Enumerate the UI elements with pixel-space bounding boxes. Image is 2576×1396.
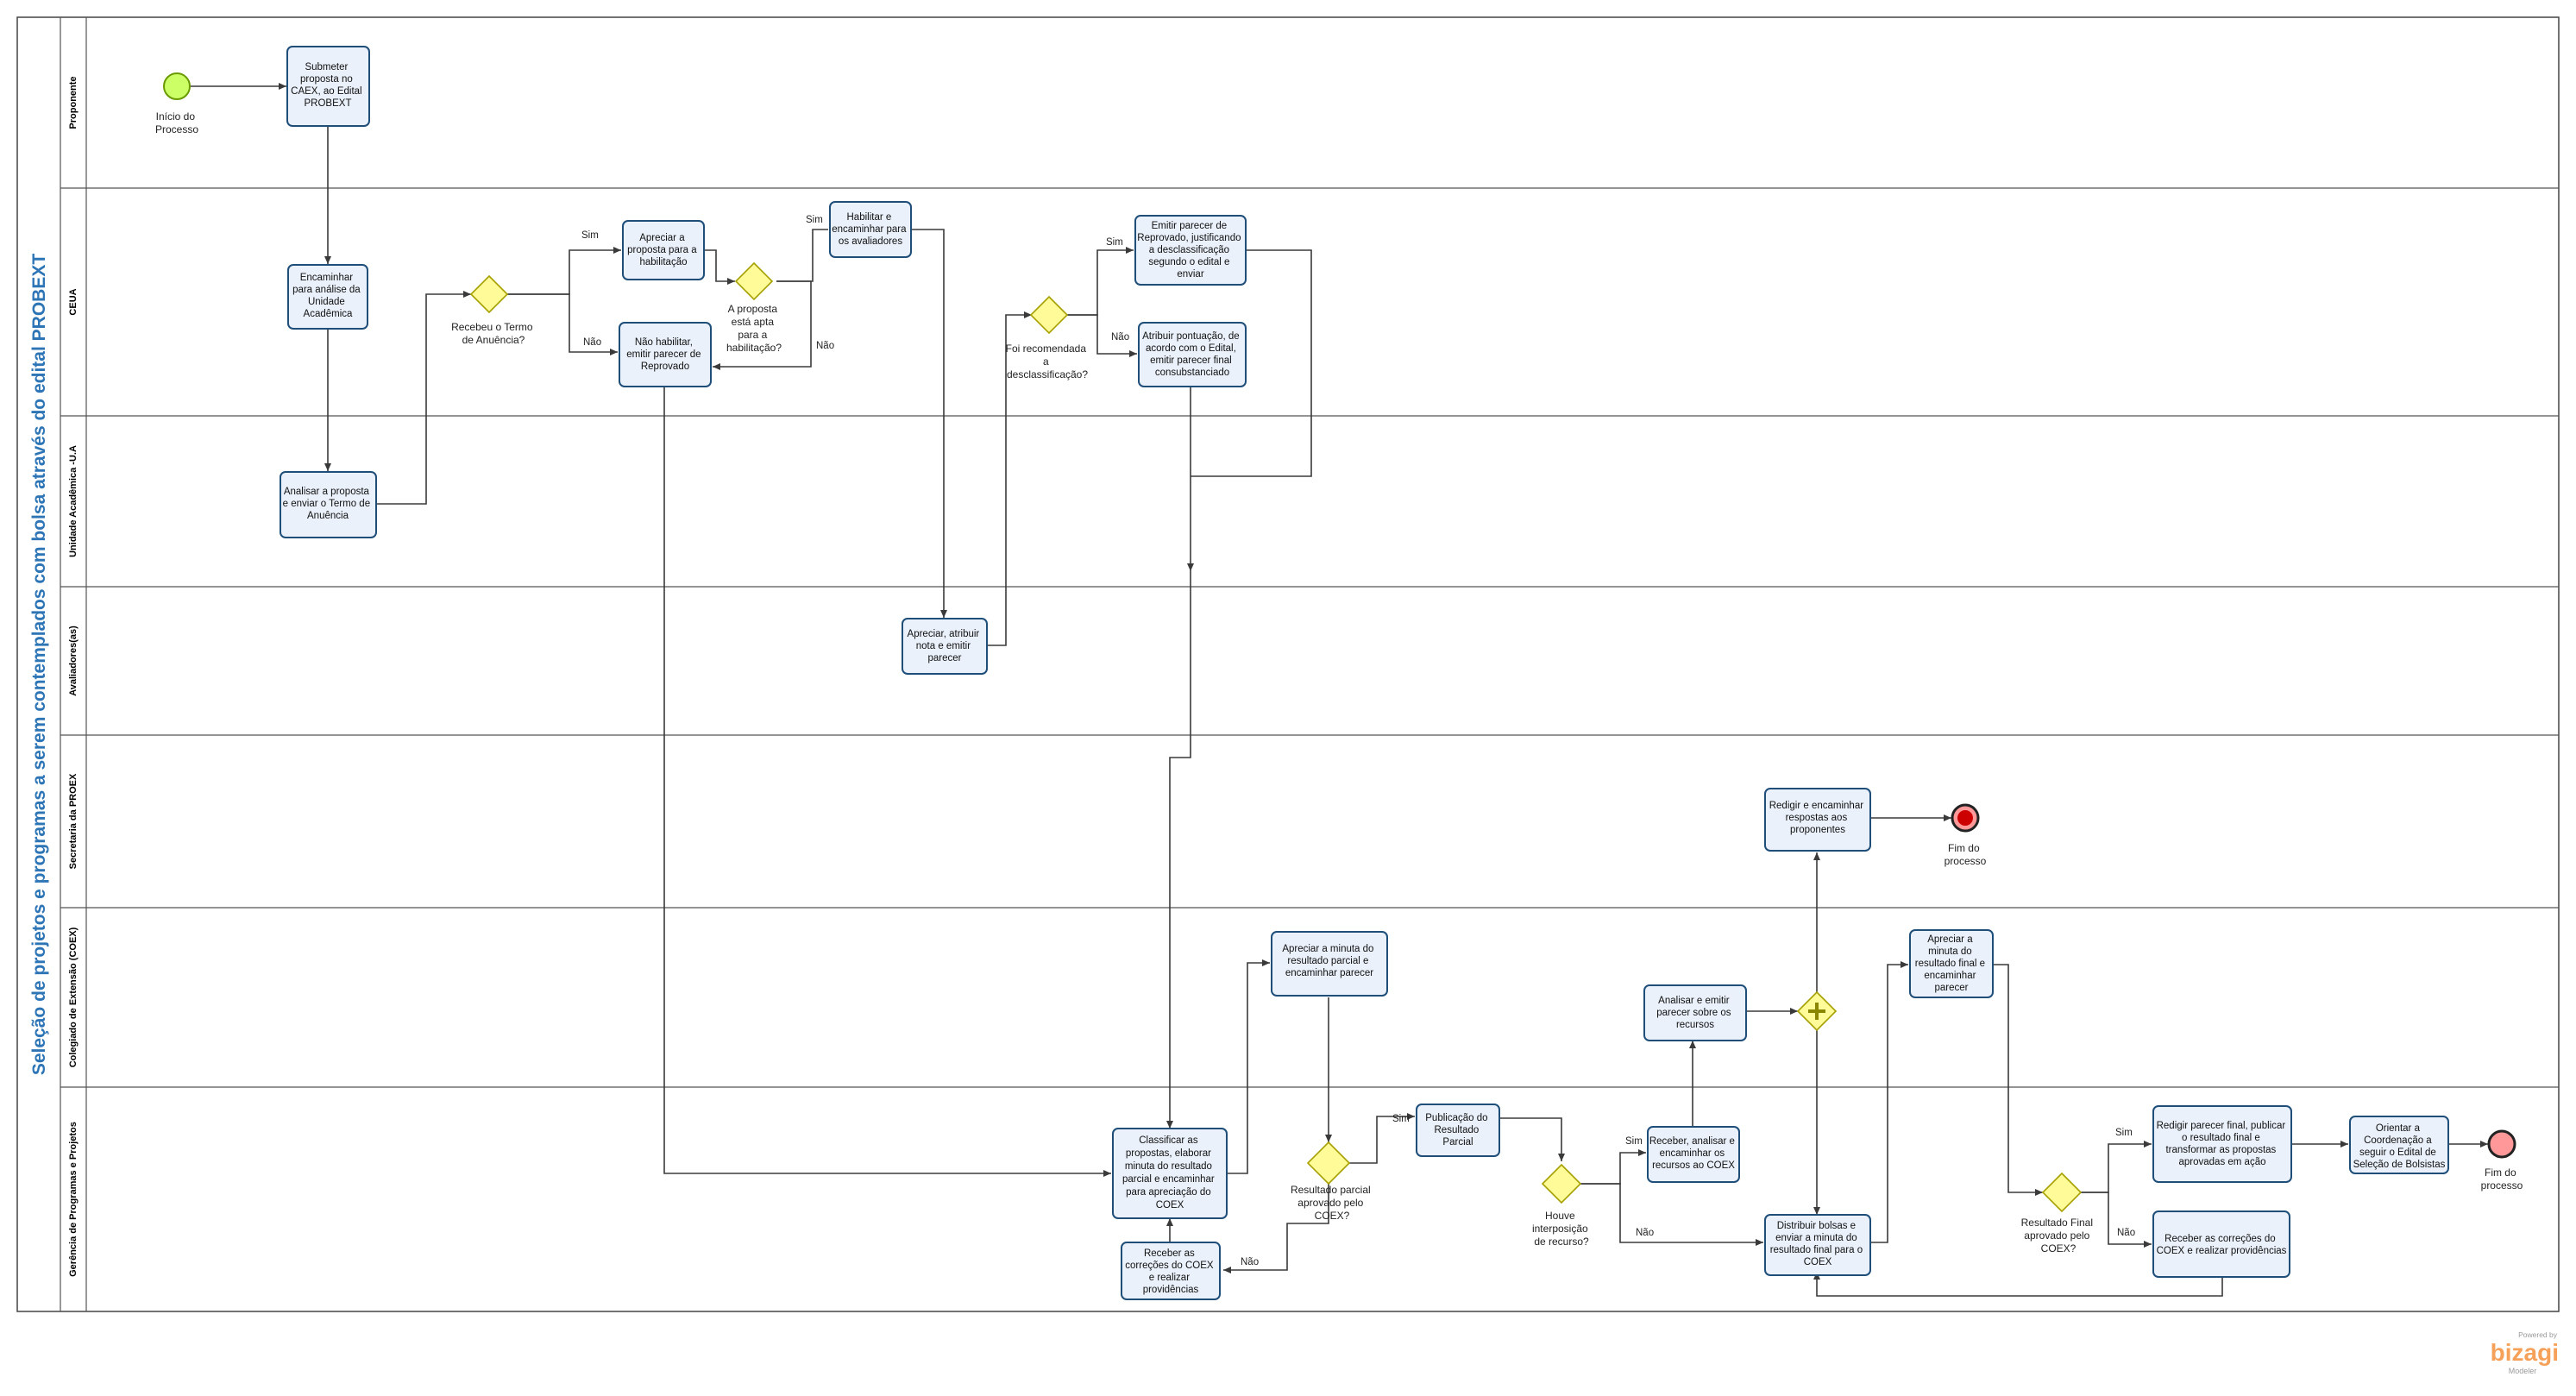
svg-text:Emitir parecer de Reprov: Emitir parecer de Reprovado, justificand… (1137, 221, 1243, 280)
lane-gerencia: Gerência de Programas e Projetos (68, 1122, 79, 1277)
lane-secretaria-proex: Secretaria da PROEX (68, 773, 79, 869)
svg-text:Classificar as propostas: Classificar as propostas, elaborar minut… (1122, 1135, 1217, 1210)
svg-text:Apreciar a proposta para: Apreciar a proposta para a habilitação (627, 233, 700, 267)
flow-label-nao-termo: Não (583, 337, 601, 348)
task-redigir-respostas[interactable]: Redigir e encaminhar respostas aos propo… (1764, 788, 1871, 852)
svg-text:Receber as correções do: Receber as correções do COEX e realizar … (2157, 1234, 2287, 1256)
gateway-apta[interactable]: A proposta está apta para a habilitação? (726, 261, 782, 354)
flow-label-sim-apta: Sim (806, 215, 823, 225)
task-orientar-coordenacao[interactable]: Orientar a Coordenação a seguir o Edital… (2349, 1116, 2449, 1174)
lane-unidade-academica: Unidade Acadêmica -U.A (68, 445, 79, 557)
task-redigir-parecer-final[interactable]: Redigir parecer final, publicar o result… (2152, 1105, 2292, 1183)
pool (16, 16, 2560, 1312)
flow-label-nao-parcial: Não (1241, 1257, 1259, 1267)
bizagi-brand-text: bizagi (2491, 1339, 2559, 1366)
task-apreciar-minuta-parcial[interactable]: Apreciar a minuta do resultado parcial e… (1271, 931, 1388, 997)
pool-title: Seleção de projetos e programas a serem … (29, 254, 49, 1075)
parallel-gateway[interactable] (1796, 990, 1838, 1032)
sequence-flows (191, 83, 2488, 1297)
svg-text:Encaminhar para análise: Encaminhar para análise da Unidade Acadê… (292, 273, 363, 319)
flow-label-nao-final: Não (2117, 1228, 2135, 1238)
flow-label-nao-recomendada: Não (1111, 332, 1129, 343)
task-receber-recursos[interactable]: Receber, analisar e encaminhar os recurs… (1647, 1126, 1740, 1183)
svg-text:Publicação do Resultado: Publicação do Resultado Parcial (1425, 1113, 1490, 1148)
task-classificar-propostas[interactable]: Classificar as propostas, elaborar minut… (1112, 1128, 1228, 1219)
svg-text:Não habilitar, emitir pa: Não habilitar, emitir parecer de Reprova… (626, 337, 704, 372)
svg-text:Atribuir pontuação, de a: Atribuir pontuação, de acordo com o Edit… (1142, 331, 1242, 378)
flow-label-sim-recomendada: Sim (1106, 237, 1123, 248)
task-analisar-recursos[interactable]: Analisar e emitir parecer sobre os recur… (1643, 984, 1747, 1041)
flow-label-sim-recurso: Sim (1625, 1136, 1643, 1147)
gateway-apta-label: A proposta está apta para a habilitação? (726, 303, 782, 354)
task-receber-correcoes-parcial[interactable]: Receber as correções do COEX e realizar … (1121, 1242, 1221, 1300)
gateway-recurso-label: Houve interposição de recurso? (1532, 1210, 1591, 1248)
bizagi-powered-text: Powered by (2518, 1330, 2558, 1339)
svg-text:Habilitar e encaminhar p: Habilitar e encaminhar para os avaliador… (832, 212, 909, 247)
gateway-final-label: Resultado Final aprovado pelo COEX? (2021, 1217, 2096, 1255)
lane-ceua: CEUA (68, 288, 79, 315)
gateway-termo-label: Recebeu o Termo de Anuência? (451, 321, 536, 346)
task-nao-habilitar[interactable]: Não habilitar, emitir parecer de Reprova… (619, 322, 712, 387)
flow-label-nao-apta: Não (816, 341, 834, 351)
flow-label-nao-recurso: Não (1636, 1228, 1654, 1238)
task-apreciar-minuta-final[interactable]: Apreciar a minuta do resultado final e e… (1909, 929, 1994, 998)
flow-label-sim-parcial: Sim (1392, 1114, 1410, 1124)
gateway-parcial[interactable]: Resultado parcial aprovado pelo COEX? (1291, 1141, 1373, 1222)
end-event-gerencia-label: Fim do processo (2481, 1166, 2523, 1192)
svg-text:Receber as correções do: Receber as correções do COEX e realizar … (1125, 1248, 1216, 1295)
task-receber-correcoes-final[interactable]: Receber as correções do COEX e realizar … (2152, 1210, 2290, 1278)
task-analisar-proposta-ua[interactable]: Analisar a proposta e enviar o Termo de … (280, 471, 377, 538)
lane-avaliadores: Avaliadores(as) (68, 626, 79, 696)
svg-text:Apreciar a minuta do: Apreciar a minuta do resultado final e e… (1915, 934, 1988, 993)
bizagi-logo: Powered by bizagi Modeler (2491, 1330, 2559, 1375)
svg-text:Analisar e emitir parece: Analisar e emitir parecer sobre os recur… (1656, 996, 1734, 1030)
svg-text:Apreciar a minuta do res: Apreciar a minuta do resultado parcial e… (1282, 944, 1376, 978)
svg-text:Orientar a Coordenação a: Orientar a Coordenação a seguir o Edital… (2353, 1123, 2446, 1170)
start-event[interactable] (163, 72, 191, 100)
end-event-gerencia[interactable] (2487, 1129, 2516, 1159)
lane-proponente: Proponente (68, 76, 79, 129)
gateway-recomendada-label: Foi recomendada a desclassificação? (1006, 343, 1090, 380)
end-event-secretaria-label: Fim do processo (1945, 842, 1987, 867)
task-distribuir-bolsas[interactable]: Distribuir bolsas e enviar a minuta do r… (1764, 1214, 1871, 1276)
task-apreciar-atribuir-nota[interactable]: Apreciar, atribuir nota e emitir parecer (902, 618, 988, 675)
task-apreciar-habilitacao[interactable]: Apreciar a proposta para a habilitação (622, 220, 705, 280)
lane-coex: Colegiado de Extensão (COEX) (68, 927, 79, 1067)
gateway-final[interactable]: Resultado Final aprovado pelo COEX? (2021, 1172, 2096, 1255)
svg-text:Redigir parecer final, publica: Redigir parecer final, publicar o result… (2157, 1121, 2289, 1167)
gateway-recomendada[interactable]: Foi recomendada a desclassificação? (1006, 295, 1090, 380)
task-habilitar-encaminhar[interactable]: Habilitar e encaminhar para os avaliador… (829, 201, 912, 258)
svg-text:Analisar a proposta e en: Analisar a proposta e enviar o Termo de … (283, 487, 374, 521)
svg-text:Apreciar, atribuir nota: Apreciar, atribuir nota e emitir parecer (908, 629, 983, 663)
svg-text:Redigir e encaminhar res: Redigir e encaminhar respostas aos propo… (1769, 801, 1867, 835)
task-publicacao-resultado-parcial[interactable]: Publicação do Resultado Parcial (1416, 1104, 1500, 1157)
plus-icon (1808, 1003, 1825, 1020)
end-event-secretaria-core (1957, 810, 1973, 826)
svg-text:Submeter proposta no: Submeter proposta no CAEX, ao Edital PRO… (291, 62, 365, 109)
flow-label-sim-termo: Sim (581, 230, 599, 241)
task-emitir-parecer-reprovado[interactable]: Emitir parecer de Reprovado, justificand… (1134, 215, 1247, 286)
gateway-termo[interactable]: Recebeu o Termo de Anuência? (451, 274, 536, 346)
svg-text:Receber, analisar e enca: Receber, analisar e encaminhar os recurs… (1649, 1136, 1737, 1171)
task-encaminhar-ua[interactable]: Encaminhar para análise da Unidade Acadê… (287, 264, 368, 330)
gateway-recurso[interactable]: Houve interposição de recurso? (1532, 1163, 1591, 1248)
task-atribuir-pontuacao[interactable]: Atribuir pontuação, de acordo com o Edit… (1138, 322, 1247, 387)
start-event-label: Início do Processo (155, 110, 198, 135)
svg-text:Distribuir bolsas e envi: Distribuir bolsas e enviar a minuta do r… (1770, 1221, 1866, 1267)
bizagi-product-text: Modeler (2509, 1367, 2537, 1375)
task-submeter-proposta[interactable]: Submeter proposta no CAEX, ao Edital PRO… (286, 46, 370, 127)
gateway-parcial-label: Resultado parcial aprovado pelo COEX? (1291, 1184, 1373, 1222)
flow-label-sim-final: Sim (2115, 1128, 2133, 1138)
